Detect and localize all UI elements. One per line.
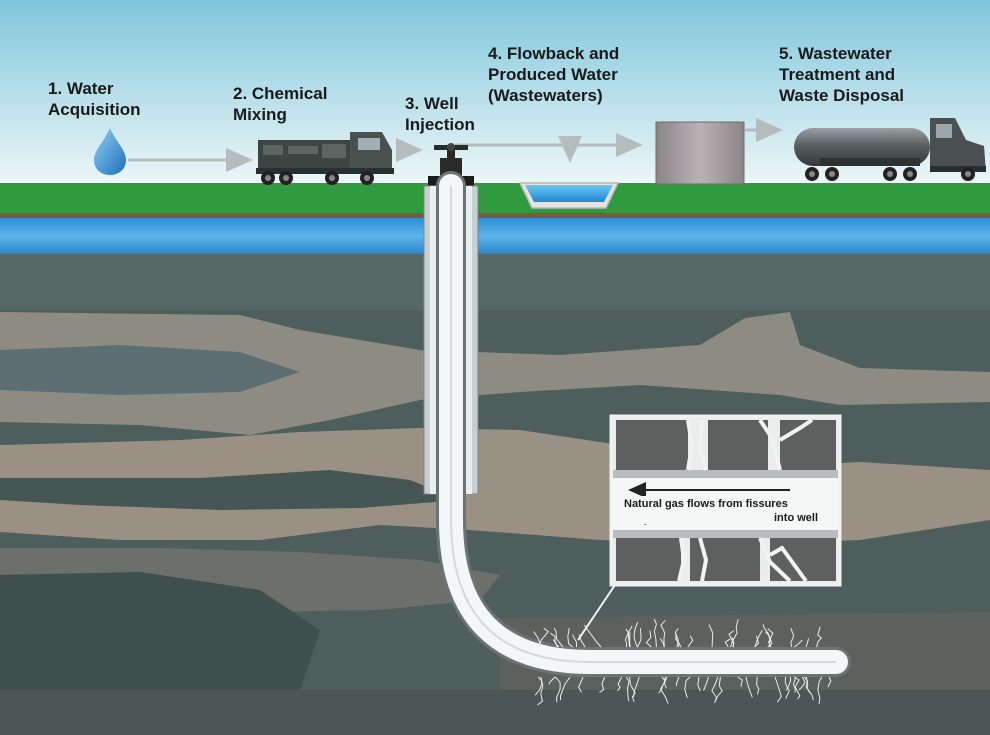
fracture-line (659, 638, 665, 648)
grass-layer (0, 183, 990, 215)
fracture-line (731, 637, 735, 648)
fracture-line (583, 624, 602, 648)
flow-arrow-2 (396, 138, 423, 162)
fracture-line (572, 634, 577, 648)
fracture-line (659, 676, 669, 704)
fracture-line (737, 676, 743, 687)
fracture-line (774, 676, 782, 703)
fracture-line (637, 628, 642, 648)
fracture-line (784, 676, 790, 699)
fracture-line (660, 620, 666, 648)
inset-caption-line1: Natural gas flows from fissures (624, 498, 788, 510)
fracture-line (687, 635, 694, 648)
fracture-line (803, 676, 811, 694)
fracture-line (599, 676, 606, 693)
fracture-line (567, 627, 574, 648)
fracture-line (730, 619, 739, 648)
fracture-line (538, 627, 550, 648)
fracture-line (794, 676, 801, 700)
fracture-line (537, 676, 544, 706)
mixing-truck-icon (256, 132, 394, 185)
fracture-line (560, 676, 571, 701)
step-wastewater-treatment: 5. Wastewater Treatment and Waste Dispos… (779, 44, 905, 105)
fracture-line (762, 624, 771, 648)
step-water-acquisition: 1. Water Acquisition (48, 79, 141, 119)
fracture-line (765, 631, 773, 648)
fracture-line (724, 638, 731, 648)
fracture-line (754, 635, 760, 648)
fracture-line (625, 676, 630, 702)
fracture-line (793, 639, 803, 648)
inset-caption-line2: into well (774, 512, 818, 524)
fracture-line (708, 624, 714, 648)
rock-stratum-upper (0, 254, 990, 310)
fracture-line (703, 676, 709, 691)
step-well-injection: 3. Well Injection (405, 94, 475, 134)
soil-line (0, 213, 990, 218)
fracture-line (792, 676, 797, 693)
fracture-line (553, 639, 560, 648)
rock-stratum-blue-gray (0, 345, 300, 395)
fracture-line (816, 626, 823, 648)
fracture-line (676, 676, 680, 687)
fracture-line (533, 631, 541, 648)
fracture-line (534, 676, 543, 696)
fracture-line (674, 632, 679, 648)
fracture-line (817, 676, 823, 704)
fracture-line (617, 676, 623, 692)
inset-callout-line (577, 581, 618, 641)
fissure-inset: Natural gas flows from fissures into wel… (609, 414, 842, 587)
rock-stratum-tan-1 (0, 312, 990, 435)
fracture-line (745, 676, 753, 698)
storage-tank-icon (655, 121, 745, 185)
fracture-line (827, 676, 832, 688)
tanker-truck-icon (794, 118, 986, 181)
step-flowback-produced-water: 4. Flowback and Produced Water (Wastewat… (488, 44, 620, 105)
fracture-line (555, 676, 561, 703)
fracture-line (674, 628, 682, 648)
fracture-line (684, 676, 691, 699)
rock-stratum-dark-green (0, 572, 320, 700)
fracture-line (645, 630, 652, 648)
step-chemical-mixing: 2. Chemical Mixing (233, 84, 328, 124)
fracture-line (653, 618, 658, 648)
well-bore-center (450, 186, 836, 663)
fracture-line (756, 676, 760, 695)
fracture-line (790, 627, 795, 648)
fracture-network (533, 618, 832, 706)
water-drop-icon (94, 128, 126, 175)
wastewater-pit-icon (518, 182, 620, 209)
fracture-line (805, 638, 810, 648)
fracture-line (578, 676, 584, 693)
fracture-line (697, 676, 701, 692)
fracture-line (548, 676, 556, 685)
rock-stratum-bottom (0, 690, 990, 735)
rock-stratum-dark-1 (0, 470, 460, 510)
fracture-line (633, 621, 639, 648)
fracture-line (798, 676, 806, 691)
fracture-line (629, 676, 636, 702)
fracture-line (553, 627, 564, 648)
aquifer-layer (0, 218, 990, 254)
fracture-line (711, 676, 719, 703)
fracture-line (627, 625, 633, 648)
